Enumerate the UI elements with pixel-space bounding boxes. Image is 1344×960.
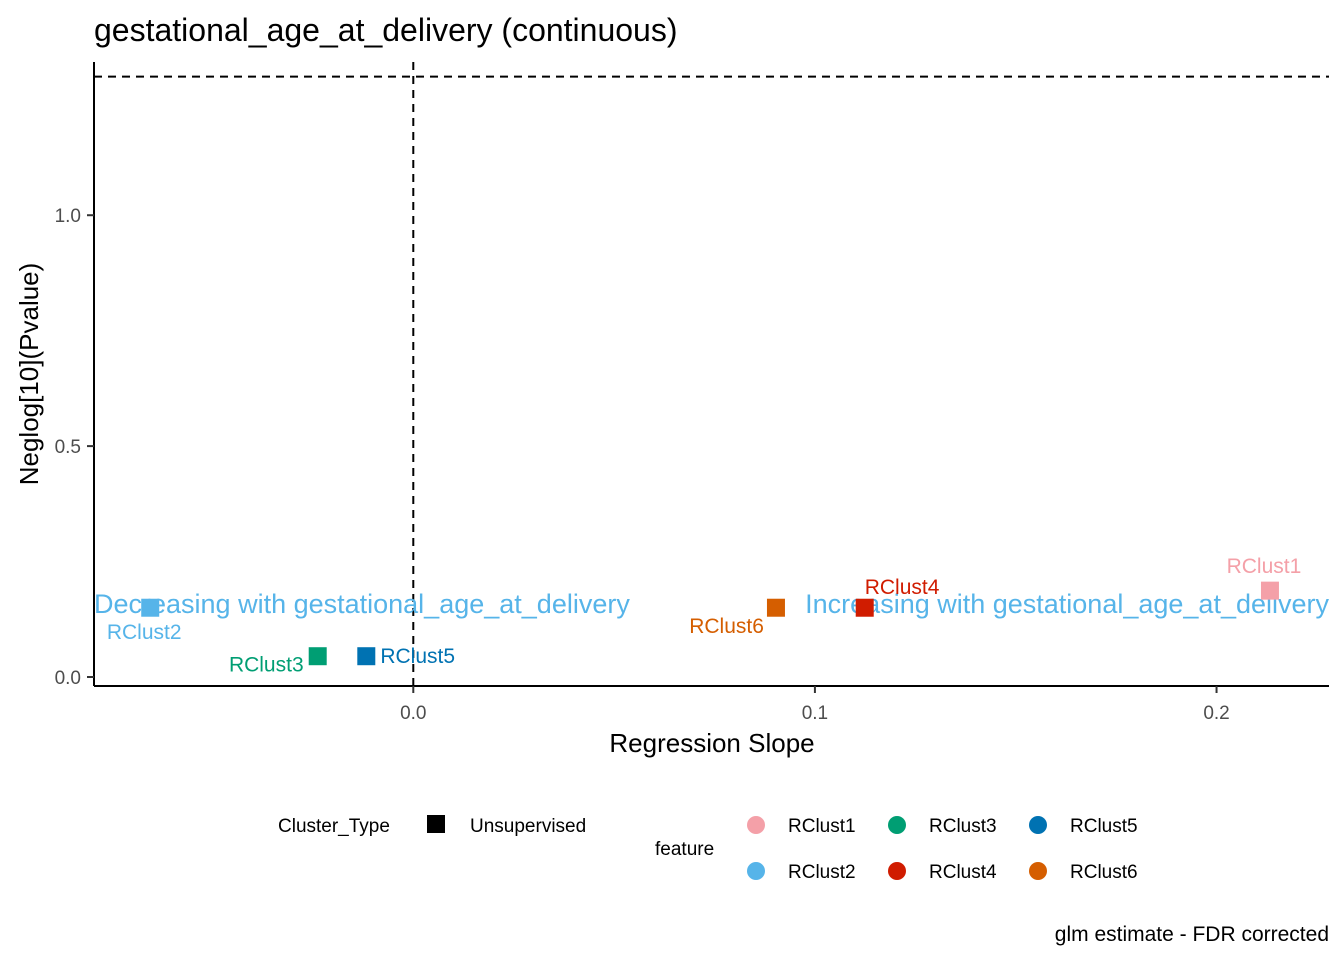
data-point-rclust3: [308, 647, 327, 666]
legend-shape-label: Unsupervised: [470, 816, 586, 837]
legend-label-rclust4: RClust4: [929, 862, 997, 883]
legend-label-rclust3: RClust3: [929, 816, 997, 837]
legend-label-rclust6: RClust6: [1070, 862, 1138, 883]
legend-label-rclust2: RClust2: [788, 862, 856, 883]
annotation-text: Increasing with gestational_age_at_deliv…: [805, 589, 1329, 619]
data-point-rclust1: [1260, 581, 1279, 600]
data-point-rclust6: [766, 598, 785, 617]
x-axis-title: Regression Slope: [609, 728, 814, 758]
y-tick-label: 0.0: [55, 668, 81, 689]
legend-key-rclust6: [1029, 862, 1047, 880]
plot-panel: 0.0 0.1 0.2 0.0 0.5 1.0 Decreasing with gest…: [55, 62, 1329, 724]
chart-caption: glm estimate - FDR corrected: [1055, 923, 1329, 946]
y-tick-label: 1.0: [55, 206, 81, 227]
y-axis-title: Neglog[10](Pvalue): [14, 263, 44, 486]
legend: Cluster_Type Unsupervised feature RClust…: [278, 815, 1138, 883]
legend-shape-title: Cluster_Type: [278, 816, 390, 837]
point-label-rclust3: RClust3: [229, 654, 304, 677]
point-label-rclust1: RClust1: [1227, 555, 1302, 578]
x-tick-label: 0.2: [1203, 703, 1229, 724]
annotation-text: Decreasing with gestational_age_at_deliv…: [94, 589, 630, 619]
point-label-rclust4: RClust4: [865, 576, 940, 599]
x-tick-label: 0.1: [802, 703, 828, 724]
x-tick-label: 0.0: [400, 703, 426, 724]
legend-key-rclust1: [747, 816, 765, 834]
y-tick-label: 0.5: [55, 437, 81, 458]
x-axis-ticks: 0.0 0.1 0.2: [400, 686, 1230, 724]
point-label-rclust6: RClust6: [689, 615, 764, 638]
point-label-rclust5: RClust5: [380, 645, 455, 668]
legend-color-title: feature: [655, 839, 714, 860]
data-point-rclust5: [357, 647, 376, 666]
y-axis-ticks: 0.0 0.5 1.0: [55, 206, 94, 689]
annotations: Decreasing with gestational_age_at_deliv…: [94, 589, 1329, 619]
legend-key-rclust2: [747, 862, 765, 880]
legend-label-rclust5: RClust5: [1070, 816, 1138, 837]
legend-key-rclust5: [1029, 816, 1047, 834]
legend-key-rclust3: [888, 816, 906, 834]
point-label-rclust2: RClust2: [107, 621, 182, 644]
data-points: [141, 581, 1279, 666]
legend-square-key: [427, 815, 445, 833]
chart-title: gestational_age_at_delivery (continuous): [94, 12, 678, 48]
legend-label-rclust1: RClust1: [788, 816, 856, 837]
data-point-rclust2: [141, 598, 160, 617]
data-point-rclust4: [855, 598, 874, 617]
legend-key-rclust4: [888, 862, 906, 880]
